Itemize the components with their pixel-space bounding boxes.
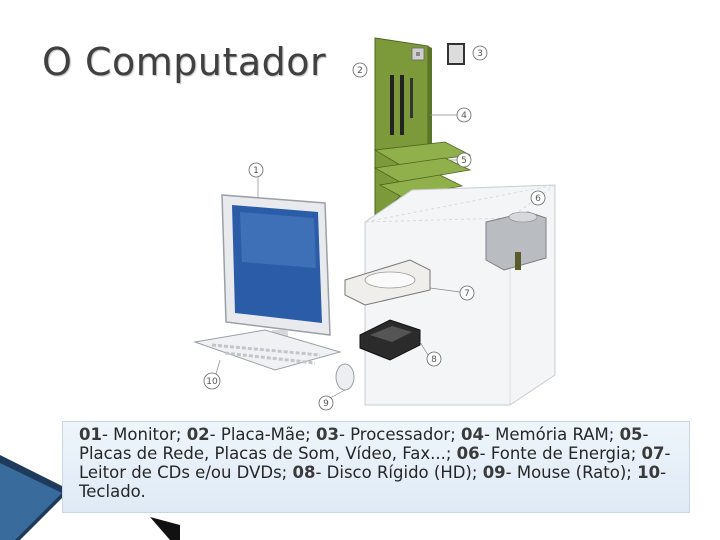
callout-5-label: 5 xyxy=(461,156,467,166)
caption-item-label: - Processador; xyxy=(338,425,461,444)
caption-box: 01- Monitor; 02- Placa-Mãe; 03- Processa… xyxy=(62,421,690,513)
monitor-graphic xyxy=(221,194,331,363)
expansion-cards-graphic xyxy=(373,141,472,198)
callout-7: 7 xyxy=(429,285,475,301)
caption-item-number: 03 xyxy=(315,425,339,444)
callout-8-label: 8 xyxy=(431,355,437,365)
callout-8: 8 xyxy=(419,341,442,367)
caption-item-number: 04 xyxy=(461,425,484,444)
callout-4-label: 4 xyxy=(461,111,467,121)
hard-disk-graphic xyxy=(359,319,421,361)
caption-item-number: 06 xyxy=(456,444,480,463)
slide-title: O Computador xyxy=(42,40,327,84)
caption-item-number: 02 xyxy=(186,425,210,444)
callout-6: 6 xyxy=(530,190,546,206)
keyboard-graphic xyxy=(193,329,342,371)
caption-item-number: 10 xyxy=(637,463,661,482)
callout-9: 9 xyxy=(318,389,346,411)
caption-item-number: 08 xyxy=(292,463,316,482)
caption-item-label: - Teclado. xyxy=(79,463,667,501)
callout-1-label: 1 xyxy=(253,166,259,176)
decorative-swoosh xyxy=(0,455,180,540)
callout-3-label: 3 xyxy=(477,49,483,59)
caption-item-number: 01 xyxy=(79,425,102,444)
caption-item-label: - Memória RAM; xyxy=(483,425,620,444)
caption-item-number: 09 xyxy=(482,463,506,482)
caption-item-number: 07 xyxy=(641,444,665,463)
mouse-graphic xyxy=(335,363,355,391)
caption-item-label: - Fonte de Energia; xyxy=(479,444,642,463)
callout-1: 1 xyxy=(248,162,264,198)
callout-3: 3 xyxy=(472,45,488,61)
optical-drive-graphic xyxy=(344,259,431,306)
caption-item-label: - Monitor; xyxy=(101,425,187,444)
caption-item-label: - Placa-Mãe; xyxy=(209,425,316,444)
callout-10-label: 10 xyxy=(206,377,218,387)
callout-2-label: 2 xyxy=(357,66,363,76)
caption-item-label: - Leitor de CDs e/ou DVDs; xyxy=(79,444,671,482)
callout-9-label: 9 xyxy=(323,399,329,409)
caption-item-label: - Mouse (Rato); xyxy=(505,463,638,482)
callout-10: 10 xyxy=(203,359,221,390)
power-supply-graphic xyxy=(485,211,547,271)
callout-5: 5 xyxy=(448,152,472,168)
processor-graphic xyxy=(447,43,465,65)
callout-2: 2 xyxy=(352,62,368,78)
caption-item-label: - Placas de Rede, Placas de Som, Vídeo, … xyxy=(79,425,649,463)
computer-illustration: 1 2 3 4 5 6 7 xyxy=(193,37,556,411)
caption-item-number: 05 xyxy=(619,425,643,444)
caption-text: 01- Monitor; 02- Placa-Mãe; 03- Processa… xyxy=(79,425,677,501)
callout-6-label: 6 xyxy=(535,194,541,204)
caption-item-label: - Disco Rígido (HD); xyxy=(315,463,483,482)
callout-4: 4 xyxy=(430,107,472,123)
callout-7-label: 7 xyxy=(464,289,470,299)
